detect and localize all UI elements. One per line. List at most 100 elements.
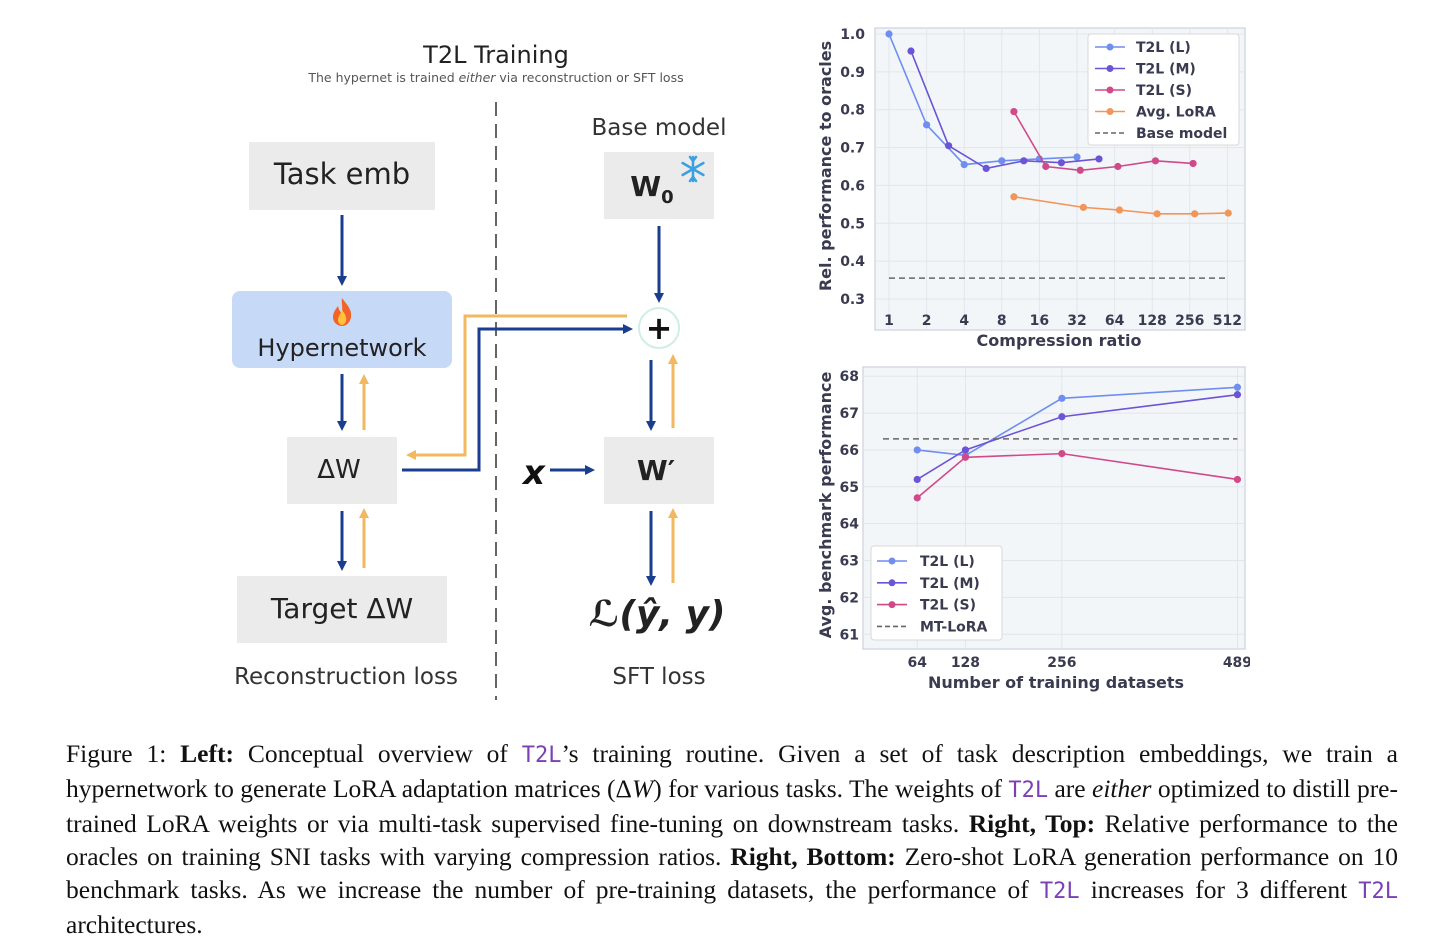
y-tick-label: 0.7	[840, 141, 865, 157]
data-point	[1010, 108, 1018, 116]
series-t2l-l	[885, 30, 1081, 169]
series-line	[916, 393, 1238, 481]
y-tick-label: 64	[840, 517, 860, 533]
legend-item: T2L (S)	[877, 598, 976, 614]
legend-label: T2L (L)	[920, 554, 975, 570]
legend-item: T2L (L)	[877, 554, 975, 570]
sft-loss-label: SFT loss	[612, 664, 705, 690]
legend-label: Base model	[1136, 126, 1227, 142]
delta-w-box	[287, 437, 397, 504]
series-line	[1013, 111, 1194, 172]
legend-item: T2L (S)	[1095, 83, 1192, 99]
data-point	[1073, 153, 1081, 161]
base-model-label: Base model	[592, 115, 727, 141]
data-point	[1233, 391, 1242, 399]
data-point	[960, 161, 968, 169]
y-tick-label: 62	[840, 590, 859, 606]
plus-label: +	[646, 309, 673, 347]
y-tick-label: 68	[840, 369, 859, 385]
y-tick-label: 0.3	[840, 292, 865, 308]
x-tick-label: 8	[997, 313, 1007, 329]
data-point	[885, 30, 893, 38]
data-point	[1191, 210, 1199, 218]
legend-label: T2L (S)	[1136, 83, 1192, 99]
data-point	[944, 142, 953, 150]
y-tick-label: 0.5	[840, 216, 865, 232]
legend-label: Avg. LoRA	[1136, 105, 1216, 121]
loss-label: ℒ(ŷ, y)	[589, 594, 726, 635]
legend-item: Avg. LoRA	[1095, 105, 1216, 121]
legend-label: MT-LoRA	[920, 619, 988, 635]
x-axis-label: Compression ratio	[977, 331, 1142, 350]
data-point	[1115, 206, 1124, 214]
series-t2l-m	[907, 47, 1103, 172]
task-emb-box	[249, 142, 435, 210]
x-tick-label: 128	[1138, 313, 1167, 329]
x-tick-label: 2	[922, 313, 932, 329]
x-tick-label: 489	[1223, 655, 1250, 671]
y-axis-label: Avg. benchmark performance	[816, 371, 835, 638]
data-point	[982, 164, 990, 172]
x-tick-label: 64	[907, 655, 927, 671]
arrow-deltaw-plus	[402, 324, 633, 472]
y-tick-label: 0.8	[840, 103, 865, 119]
y-tick-label: 66	[840, 443, 859, 459]
series-t2l-s	[913, 450, 1242, 502]
legend-item: T2L (L)	[1095, 40, 1191, 56]
legend-item: T2L (M)	[1095, 62, 1196, 78]
x-tick-label: 256	[1175, 313, 1204, 329]
y-tick-label: 67	[840, 406, 859, 422]
data-point	[1233, 383, 1242, 391]
delta-w-label: ΔW	[317, 455, 361, 485]
hypernetwork-box	[232, 291, 452, 368]
x-tick-label: 1	[884, 313, 894, 329]
legend-item: Base model	[1095, 126, 1227, 142]
data-point	[1042, 162, 1050, 171]
data-point	[1076, 166, 1084, 174]
y-tick-label: 63	[840, 554, 859, 570]
y-tick-label: 0.9	[840, 65, 865, 81]
legend-label: T2L (M)	[1136, 62, 1196, 78]
data-point	[907, 47, 915, 55]
figure-caption: Figure 1: Left: Conceptual overview of T…	[66, 739, 1399, 939]
y-tick-label: 0.4	[840, 254, 865, 270]
x-axis-label: Number of training datasets	[928, 673, 1184, 692]
y-tick-label: 65	[840, 480, 859, 496]
data-point	[961, 453, 970, 461]
legend: T2L (L) T2L (M) T2L (S) Avg. LoRA Base model	[1087, 33, 1240, 146]
data-point	[1153, 210, 1161, 218]
data-point	[1020, 157, 1028, 165]
series-t2l-s	[1010, 108, 1197, 174]
w0-label: W0	[630, 170, 673, 208]
data-point	[1095, 155, 1103, 163]
arrow-plus-deltaw-back	[406, 314, 627, 460]
series-t2l-l	[913, 383, 1242, 460]
data-point	[1058, 450, 1066, 458]
data-point	[1114, 162, 1122, 171]
hypernetwork-label: Hypernetwork	[257, 334, 426, 362]
data-point	[913, 494, 921, 502]
reconstruction-loss-label: Reconstruction loss	[234, 664, 458, 690]
data-point	[1057, 159, 1065, 167]
y-tick-label: 61	[840, 627, 859, 643]
task-emb-label: Task emb	[273, 157, 410, 191]
data-point	[1079, 203, 1087, 211]
x-tick-label: 256	[1047, 655, 1076, 671]
legend-label: T2L (M)	[920, 576, 980, 592]
data-point	[1058, 413, 1066, 421]
plus-node	[638, 307, 680, 349]
x-tick-label: 32	[1067, 313, 1086, 329]
y-tick-label: 1.0	[840, 27, 865, 43]
data-point	[1151, 157, 1160, 165]
series-avg-lora	[1010, 193, 1232, 218]
series-line	[910, 50, 1100, 170]
series-line	[1013, 195, 1229, 215]
x-input-label: x	[521, 453, 546, 493]
data-point	[1058, 394, 1066, 402]
x-tick-label: 512	[1213, 313, 1242, 329]
series-t2l-m	[913, 391, 1242, 484]
data-point	[961, 446, 970, 454]
w-prime-label: W′	[637, 454, 675, 487]
data-point	[1224, 209, 1232, 217]
